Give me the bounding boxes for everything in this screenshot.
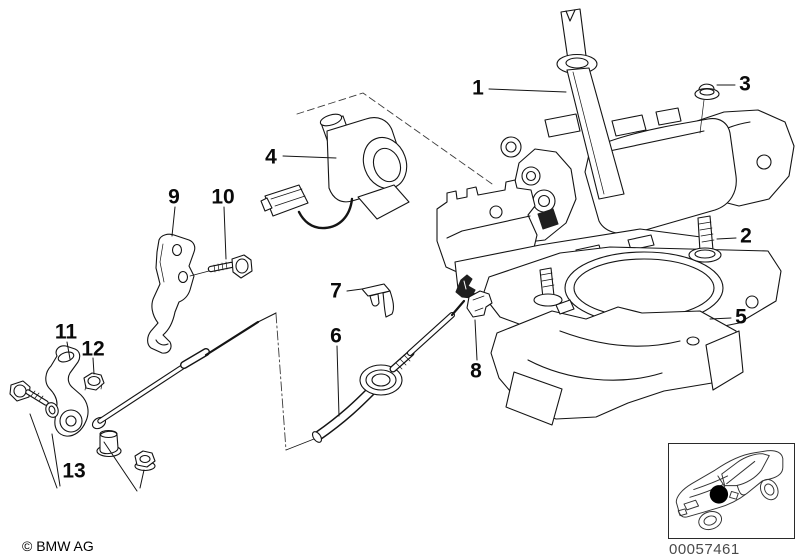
part-label-13: 13 [62, 459, 86, 483]
part-label-11: 11 [54, 320, 78, 344]
part-label-5: 5 [735, 305, 747, 329]
part-label-9: 9 [168, 185, 180, 209]
dashed-guide-lines [275, 92, 496, 451]
part-1-shaft-drawing [556, 8, 625, 200]
part-label-6: 6 [330, 324, 342, 348]
car-icon [675, 450, 784, 531]
part-6-cable-drawing [311, 274, 476, 443]
part-13-hardware-drawing [9, 380, 156, 472]
part-5-cover-drawing [490, 299, 744, 426]
shifter-assembly-drawing [436, 8, 795, 340]
copyright-text: © BMW AG [22, 538, 94, 554]
part-3-cap-nut-drawing [694, 83, 720, 134]
part-12-nut-drawing [83, 372, 105, 391]
location-dot [709, 485, 729, 504]
diagram-number: 00057461 [669, 541, 740, 558]
part-4-solenoid-drawing [260, 113, 410, 230]
part-label-12: 12 [81, 337, 105, 361]
part-8-clip-drawing [466, 290, 493, 318]
part-label-3: 3 [739, 72, 751, 96]
part-7-clip-drawing [361, 283, 395, 318]
vehicle-location-thumbnail [668, 443, 795, 539]
part-9-bracket-drawing [147, 233, 210, 354]
part-label-2: 2 [740, 224, 752, 248]
part-label-7: 7 [330, 279, 342, 303]
leader-lines [29, 84, 737, 492]
part-label-4: 4 [265, 145, 277, 169]
part-label-10: 10 [211, 185, 235, 209]
part-10-bolt-drawing [207, 254, 253, 279]
part-label-8: 8 [470, 359, 482, 383]
part-label-1: 1 [472, 76, 484, 100]
part-2-stud-drawing [688, 215, 722, 263]
